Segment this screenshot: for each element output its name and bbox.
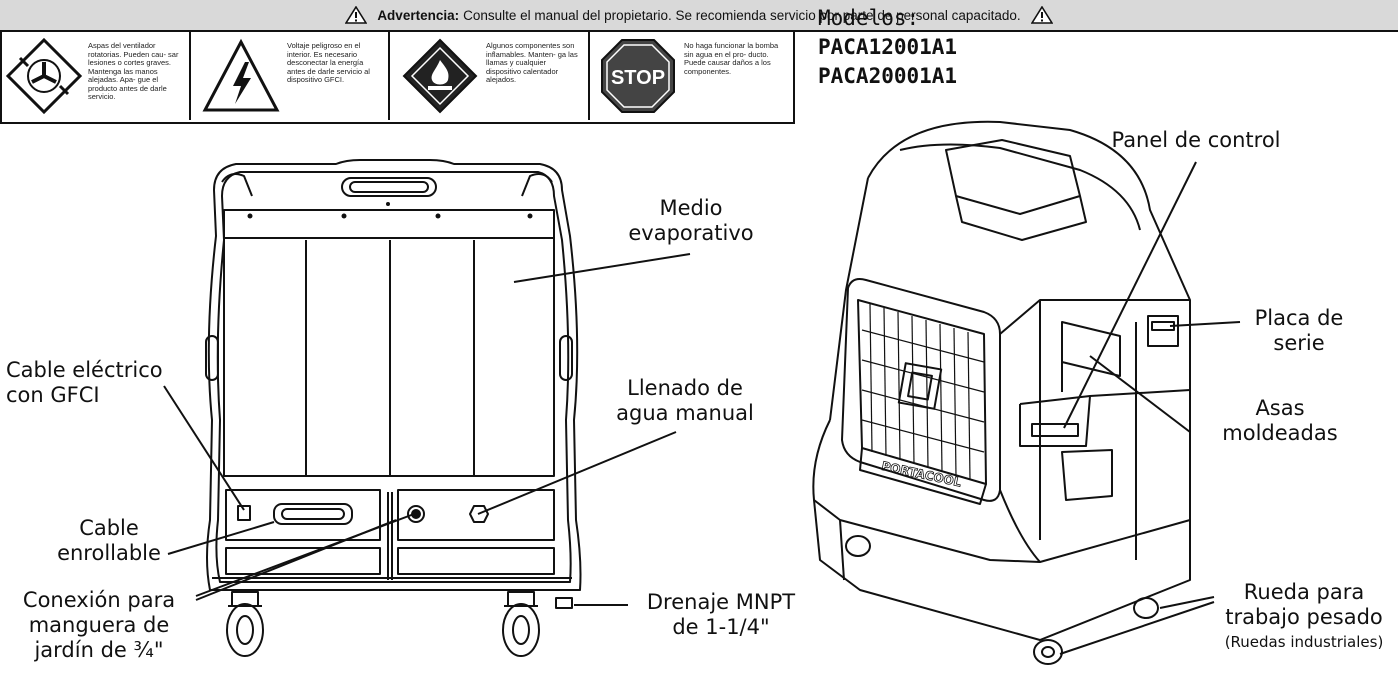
label-line: jardín de ¾" [34, 638, 164, 662]
warning-panel-text: Algunos componentes son inflamables. Man… [486, 41, 578, 84]
warning-panel-stop: STOP No haga funcionar la bomba sin agua… [590, 32, 791, 120]
warning-triangle-icon [1030, 6, 1053, 24]
warning-header: Advertencia: Consulte el manual del prop… [0, 0, 1398, 32]
warning-panel-text: Voltaje peligroso en el interior. Es nec… [287, 41, 370, 84]
label-cable-enrollable: Cable enrollable [52, 516, 166, 566]
label-placa-serie: Placa de serie [1240, 306, 1358, 356]
label-line: con GFCI [6, 383, 100, 407]
warning-label: Advertencia: Consulte el manual del prop… [0, 0, 1398, 124]
warning-panel-text: Aspas del ventilador rotatorias. Pueden … [88, 41, 179, 101]
models-block: Modelos: PACA12001A1 PACA20001A1 [818, 4, 957, 91]
warning-title-bold: Advertencia: [377, 7, 460, 23]
warning-panel-voltage: Voltaje peligroso en el interior. Es nec… [191, 32, 390, 120]
label-cable-electrico: Cable eléctrico con GFCI [6, 358, 163, 408]
label-conexion-manguera: Conexión para manguera de jardín de ¾" [4, 588, 194, 663]
label-line-sub: (Ruedas industriales) [1224, 633, 1384, 651]
label-line: de 1-1/4" [672, 615, 770, 639]
label-line: serie [1273, 331, 1325, 355]
label-line: Cable [79, 516, 139, 540]
warning-panel-flammable: Algunos componentes son inflamables. Man… [390, 32, 590, 120]
label-line: agua manual [616, 401, 754, 425]
label-medio-evaporativo: Medio evaporativo [596, 196, 786, 246]
label-line: Placa de [1254, 306, 1344, 330]
flammable-icon [402, 38, 478, 114]
label-line: Medio [659, 196, 723, 220]
warning-title-text: Consulte el manual del propietario. Se r… [463, 7, 1021, 23]
label-line: moldeadas [1222, 421, 1338, 445]
model-number: PACA20001A1 [818, 64, 958, 88]
label-rueda: Rueda para trabajo pesado (Ruedas indust… [1212, 580, 1396, 655]
label-llenado-agua: Llenado de agua manual [582, 376, 788, 426]
label-line: enrollable [57, 541, 161, 565]
warning-panel-fan: Aspas del ventilador rotatorias. Pueden … [0, 32, 191, 120]
warning-panel-text: No haga funcionar la bomba sin agua en e… [684, 41, 779, 76]
label-line: Conexión para [22, 588, 176, 612]
label-line: evaporativo [628, 221, 754, 245]
label-line: Cable eléctrico [6, 358, 163, 382]
label-drenaje: Drenaje MNPT de 1-1/4" [632, 590, 810, 640]
label-panel-control: Panel de control [1111, 128, 1281, 152]
label-line: Llenado de [627, 376, 743, 400]
models-heading: Modelos: [818, 6, 920, 30]
label-line: Drenaje MNPT [646, 590, 796, 614]
label-line: Rueda para [1243, 580, 1365, 604]
fan-blade-hazard-icon [5, 37, 83, 115]
stop-sign-icon: STOP [601, 39, 675, 113]
brand-text: PORTACOOL [880, 459, 963, 490]
label-line: Asas [1255, 396, 1305, 420]
label-line: trabajo pesado [1225, 605, 1383, 629]
stop-sign-text: STOP [611, 67, 665, 89]
label-line: manguera de [28, 613, 170, 637]
model-number: PACA12001A1 [818, 35, 958, 59]
high-voltage-icon [202, 38, 280, 112]
label-asas-moldeadas: Asas moldeadas [1212, 396, 1348, 446]
warning-triangle-icon [345, 6, 368, 24]
